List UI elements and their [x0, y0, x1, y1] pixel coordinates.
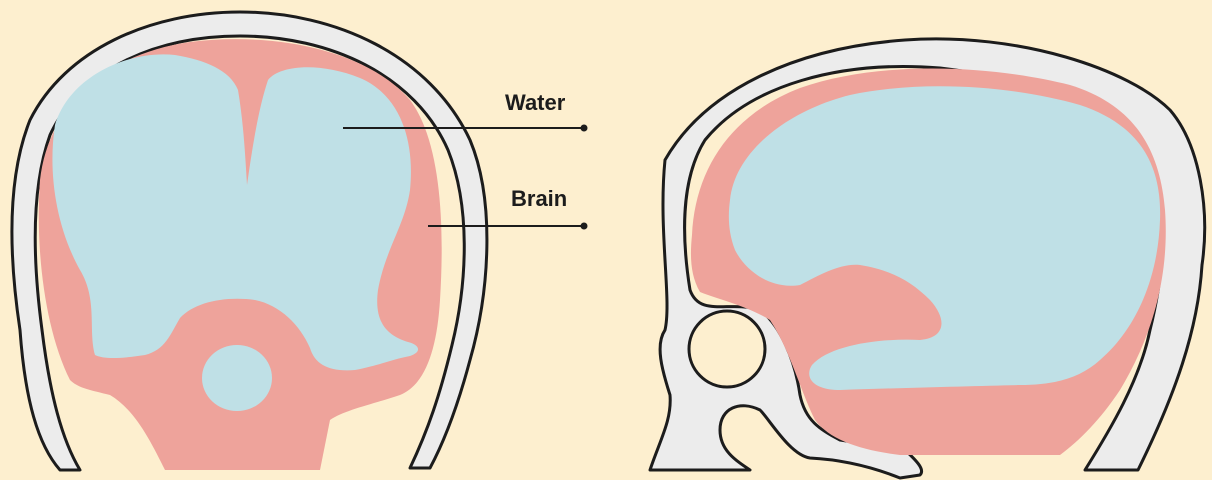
orbit: [689, 311, 765, 387]
sagittal-view: [650, 39, 1205, 478]
brain-label: Brain: [511, 188, 567, 210]
brain-leader-dot: [581, 223, 588, 230]
coronal-water-small: [202, 345, 272, 411]
coronal-view: [12, 12, 487, 470]
water-label: Water: [505, 92, 565, 114]
water-leader-dot: [581, 125, 588, 132]
